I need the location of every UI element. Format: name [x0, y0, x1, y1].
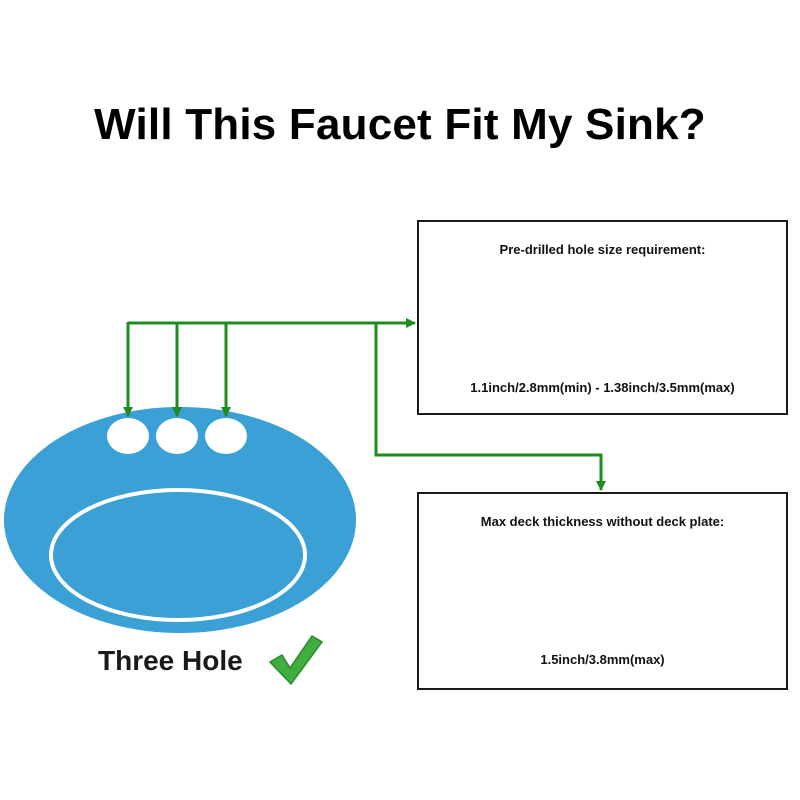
- faucet-hole-3: [205, 418, 247, 454]
- sink-type-label: Three Hole: [98, 645, 243, 676]
- deck-thickness-heading: Max deck thickness without deck plate:: [480, 514, 725, 529]
- connector-lines: [123, 318, 606, 491]
- connector-to-deck: [374, 323, 606, 491]
- page-title: Will This Faucet Fit My Sink?: [94, 100, 706, 149]
- sink: [4, 407, 356, 633]
- sink-bowl-rim: [49, 488, 307, 622]
- hole-size-requirement-box: Pre-drilled hole size requirement: 1.1in…: [417, 220, 788, 415]
- faucet-hole-2: [156, 418, 198, 454]
- deck-thickness-box: Max deck thickness without deck plate: 1…: [417, 492, 788, 690]
- check-icon: [268, 634, 324, 686]
- hole-size-value: 1.1inch/2.8mm(min) - 1.38inch/3.5mm(max): [470, 380, 735, 395]
- deck-thickness-value: 1.5inch/3.8mm(max): [540, 652, 665, 667]
- faucet-hole-1: [107, 418, 149, 454]
- hole-size-heading: Pre-drilled hole size requirement:: [499, 242, 706, 257]
